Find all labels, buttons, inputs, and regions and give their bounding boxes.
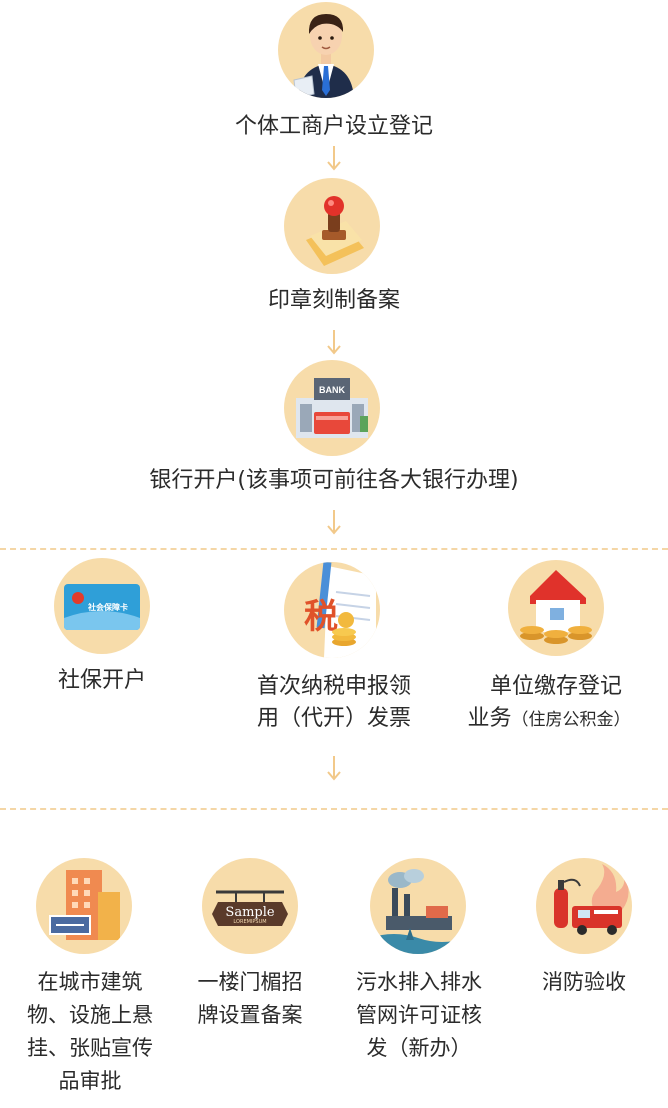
task-outdoor-ad-line1: 在城市建筑 [37,970,143,994]
arrow-down-icon [326,330,342,356]
section-divider [0,808,668,810]
building-icon [36,858,132,954]
arrow-down-icon [326,756,342,782]
signboard-icon: Sample LOREMIPSUM [202,858,298,954]
task-outdoor-ad-line3: 挂、张贴宣传 [27,1036,153,1060]
task-housing-fund-line2: 业务（住房公积金） [432,703,666,736]
arrow-down-icon [326,510,342,536]
bank-icon: BANK [284,360,380,456]
task-storefront-sign-line1: 一楼门楣招 [197,970,303,994]
task-housing-fund-main: 业务 [467,706,512,731]
card-text: 社会保障卡 [87,602,128,612]
sample-text: Sample [225,905,274,920]
task-sewage-permit-line2: 管网许可证核 [356,1003,482,1027]
step-business-registration: 个体工商户设立登记 [234,114,433,139]
step-seal-filing: 印章刻制备案 [267,288,400,313]
social-security-card-icon: 社会保障卡 [54,558,150,654]
house-fund-icon [508,560,604,656]
tax-text: 税 [304,597,338,637]
task-first-tax-filing: 首次纳税申报领 用（代开）发票 [234,671,434,735]
task-first-tax-filing-line2: 用（代开）发票 [256,706,411,731]
section-divider [0,548,668,550]
tax-icon: 税 [284,562,380,658]
step-bank-account: 银行开户(该事项可前往各大银行办理) [149,468,519,493]
task-outdoor-ad-line2: 物、设施上悬 [27,1003,153,1027]
task-outdoor-ad-approval: 在城市建筑 物、设施上悬 挂、张贴宣传 品审批 [14,966,166,1098]
task-storefront-sign-filing: 一楼门楣招 牌设置备案 [178,966,322,1032]
bank-text: BANK [319,385,345,395]
task-social-insurance: 社保开户 [57,668,146,693]
task-housing-fund-sub: （住房公积金） [511,710,631,730]
sewage-factory-icon [370,858,466,954]
sample-sub-text: LOREMIPSUM [233,919,266,925]
task-storefront-sign-line2: 牌设置备案 [197,1003,303,1027]
fire-inspection-icon [536,858,632,954]
task-housing-fund: 单位缴存登记 业务（住房公积金） [446,671,666,736]
task-sewage-permit-line3: 发（新办） [366,1036,472,1060]
stamp-icon [284,178,380,274]
task-outdoor-ad-line4: 品审批 [58,1069,122,1093]
task-fire-acceptance: 消防验收 [542,970,626,994]
person-icon [278,2,374,98]
task-housing-fund-line1: 单位缴存登记 [489,674,622,699]
task-sewage-permit: 污水排入排水 管网许可证核 发（新办） [334,966,504,1065]
arrow-down-icon [326,146,342,172]
task-sewage-permit-line1: 污水排入排水 [356,970,482,994]
task-first-tax-filing-line1: 首次纳税申报领 [256,674,411,699]
